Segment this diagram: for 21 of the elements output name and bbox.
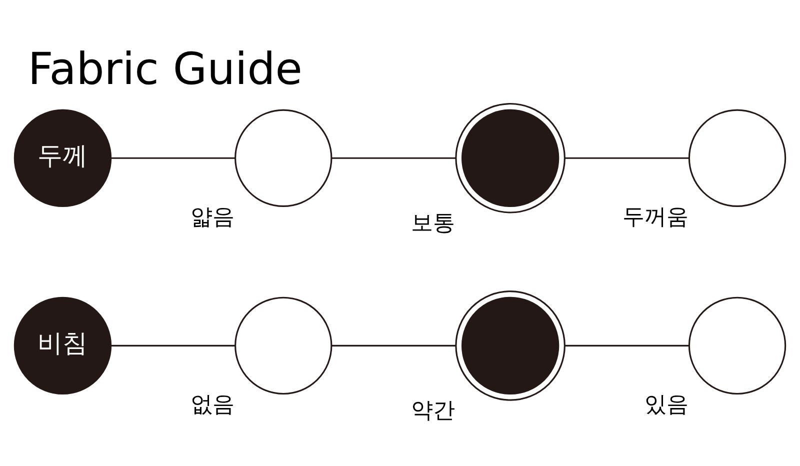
connector bbox=[110, 157, 236, 159]
node-label: 두꺼움 bbox=[622, 204, 688, 230]
node-circle bbox=[234, 109, 332, 207]
node-circle bbox=[234, 296, 332, 395]
connector bbox=[110, 344, 236, 346]
node-circle: 비침 bbox=[14, 296, 112, 395]
connector bbox=[564, 157, 690, 159]
node-label: 없음 bbox=[190, 392, 234, 418]
node-label: 약간 bbox=[411, 398, 456, 424]
node-circle: 두께 bbox=[14, 109, 112, 207]
node-circle bbox=[688, 296, 786, 395]
node-label: 보통 bbox=[411, 211, 456, 236]
node-label: 얇음 bbox=[190, 204, 234, 230]
diagram-title: Fabric Guide bbox=[28, 44, 302, 95]
connector bbox=[564, 344, 690, 346]
node-target bbox=[455, 102, 566, 214]
connector bbox=[332, 157, 456, 159]
node-circle bbox=[688, 109, 786, 207]
node-label: 있음 bbox=[644, 392, 688, 418]
connector bbox=[332, 344, 456, 346]
node-target bbox=[455, 290, 566, 401]
